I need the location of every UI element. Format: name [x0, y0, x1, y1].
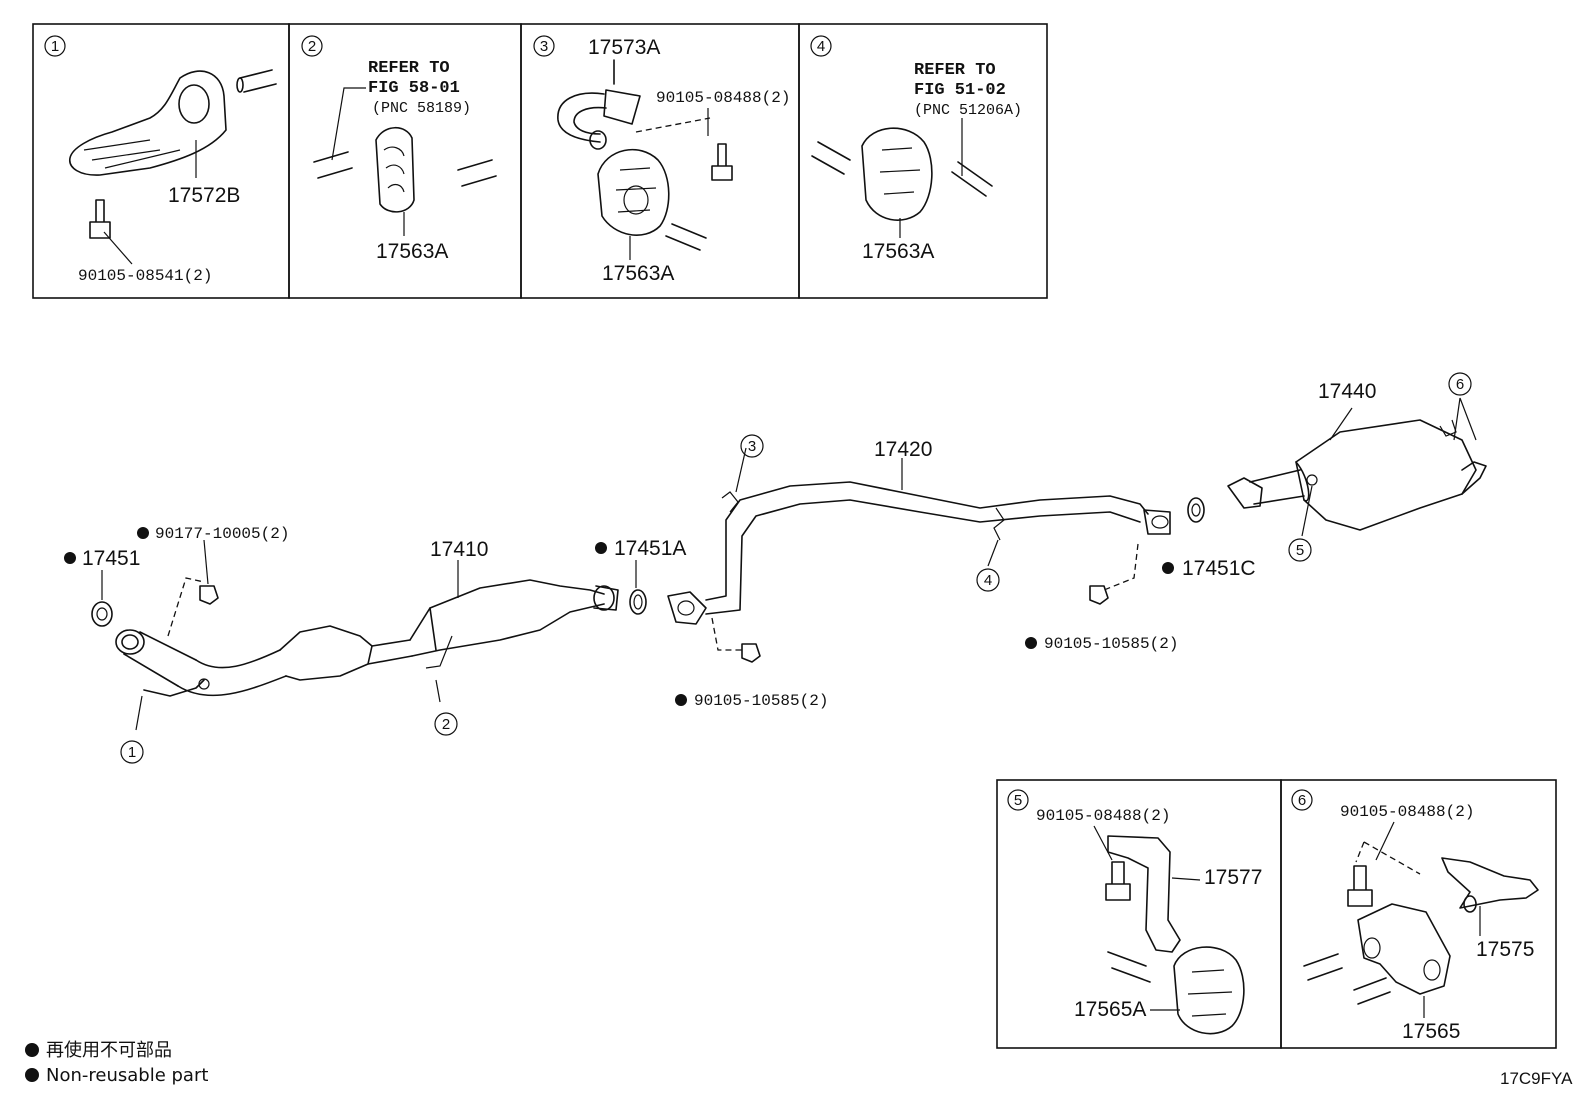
box-4-number: 4: [817, 38, 825, 55]
nonreusable-dot: [1162, 562, 1174, 574]
label-17420: 17420: [874, 438, 932, 461]
callouts: 1 2 3 4 5 6: [120, 372, 1472, 764]
legend-dot-icon: [25, 1043, 39, 1057]
box-1-number: 1: [51, 38, 59, 55]
callout-2: 2: [442, 716, 450, 733]
legend-dot-icon: [25, 1068, 39, 1082]
legend: 再使用不可部品 Non-reusable part: [25, 1040, 208, 1086]
main-labels: 17451 90177-10005(2) 17410 17451A 17420 …: [64, 380, 1376, 710]
label-17451C: 17451C: [1182, 557, 1256, 580]
part-90105-08488-b6: 90105-08488(2): [1340, 803, 1474, 821]
nonreusable-dot: [137, 527, 149, 539]
callout-3: 3: [748, 438, 756, 455]
box-4-fig: FIG 51-02: [914, 81, 1006, 100]
legend-en: Non-reusable part: [46, 1065, 208, 1086]
center-pipe-17420: [629, 447, 1205, 663]
detail-box-3: 3 17573A 90105-08488(2) 17563A: [520, 23, 800, 299]
box-2-refer: REFER TO: [368, 59, 450, 78]
nonreusable-dot: [595, 542, 607, 554]
part-17563A-b2: 17563A: [376, 240, 448, 263]
label-90177-10005: 90177-10005(2): [155, 525, 289, 543]
detail-box-6: 6 90105-08488(2) 17575 17565: [1280, 779, 1557, 1049]
detail-box-2: 2 REFER TO FIG 58-01 (PNC 58189) 17563A: [288, 23, 522, 299]
part-17572B: 17572B: [168, 184, 240, 207]
box-2-number: 2: [308, 38, 316, 55]
detail-box-1: 1 17572B 90105-08541(2): [32, 23, 290, 299]
legend-jp: 再使用不可部品: [46, 1040, 172, 1061]
detail-box-5: 5 90105-08488(2) 17577 17565A: [996, 779, 1282, 1049]
nonreusable-dot: [675, 694, 687, 706]
callout-6: 6: [1456, 376, 1464, 393]
nonreusable-dot: [1025, 637, 1037, 649]
label-17451: 17451: [82, 547, 140, 570]
diagram-code: 17C9FYA: [1500, 1069, 1573, 1088]
callout-1: 1: [128, 744, 136, 761]
front-pipe-17410: [91, 539, 619, 731]
box-4-pnc: (PNC 51206A): [914, 102, 1022, 119]
part-17573A: 17573A: [588, 36, 660, 59]
part-17565A: 17565A: [1074, 998, 1146, 1021]
callout-5: 5: [1296, 542, 1304, 559]
box-2-fig: FIG 58-01: [368, 79, 460, 98]
part-17575: 17575: [1476, 938, 1534, 961]
callout-4: 4: [984, 572, 992, 589]
box-2-pnc: (PNC 58189): [372, 100, 471, 117]
part-90105-08488-b3: 90105-08488(2): [656, 89, 790, 107]
box-5-number: 5: [1014, 792, 1022, 809]
nonreusable-dot: [64, 552, 76, 564]
box-6-number: 6: [1298, 792, 1306, 809]
part-17563A-b3: 17563A: [602, 262, 674, 285]
part-17565: 17565: [1402, 1020, 1460, 1043]
part-17577: 17577: [1204, 866, 1262, 889]
label-90105-10585-a: 90105-10585(2): [1044, 635, 1178, 653]
label-17440: 17440: [1318, 380, 1376, 403]
label-17451A: 17451A: [614, 537, 686, 560]
part-17563A-b4: 17563A: [862, 240, 934, 263]
box-4-refer: REFER TO: [914, 61, 996, 80]
label-90105-10585-b: 90105-10585(2): [694, 692, 828, 710]
muffler-17440: [1227, 397, 1487, 537]
box-3-number: 3: [540, 38, 548, 55]
detail-box-4: 4 REFER TO FIG 51-02 (PNC 51206A) 17563A: [798, 23, 1048, 299]
part-90105-08541: 90105-08541(2): [78, 267, 212, 285]
label-17410: 17410: [430, 538, 488, 561]
part-90105-08488-b5: 90105-08488(2): [1036, 807, 1170, 825]
